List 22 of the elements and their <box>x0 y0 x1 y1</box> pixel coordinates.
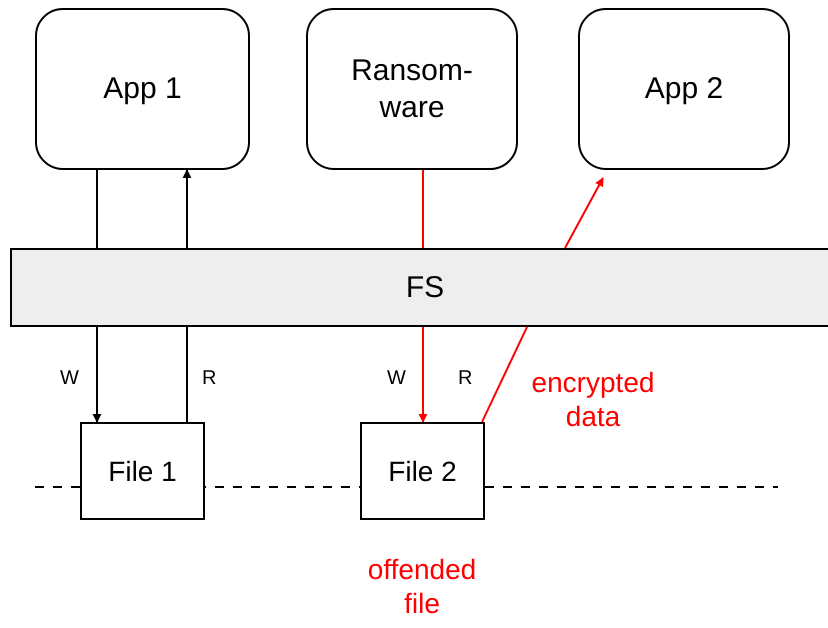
app-box <box>578 8 790 170</box>
file-box <box>80 422 205 520</box>
node-label: FS <box>406 270 444 306</box>
text-label: R <box>458 366 472 390</box>
text-label: encrypted data <box>530 366 656 434</box>
arrow <box>92 327 102 423</box>
node-label: App 2 <box>644 71 724 108</box>
arrow <box>418 327 428 423</box>
node-caption: offended file <box>366 553 478 620</box>
app-box <box>35 8 250 170</box>
arrow <box>182 169 192 248</box>
node-label: Ransom- ware <box>350 52 474 126</box>
text-label: W <box>387 366 406 390</box>
app-box <box>306 8 518 170</box>
text-label: R <box>202 366 216 390</box>
text-label: W <box>60 366 79 390</box>
node-label: File 2 <box>388 454 457 488</box>
file-box <box>360 422 485 520</box>
node-label: App 1 <box>103 71 182 108</box>
node-label: File 1 <box>108 454 177 488</box>
arrow <box>564 177 604 248</box>
file-system-band <box>10 248 828 327</box>
